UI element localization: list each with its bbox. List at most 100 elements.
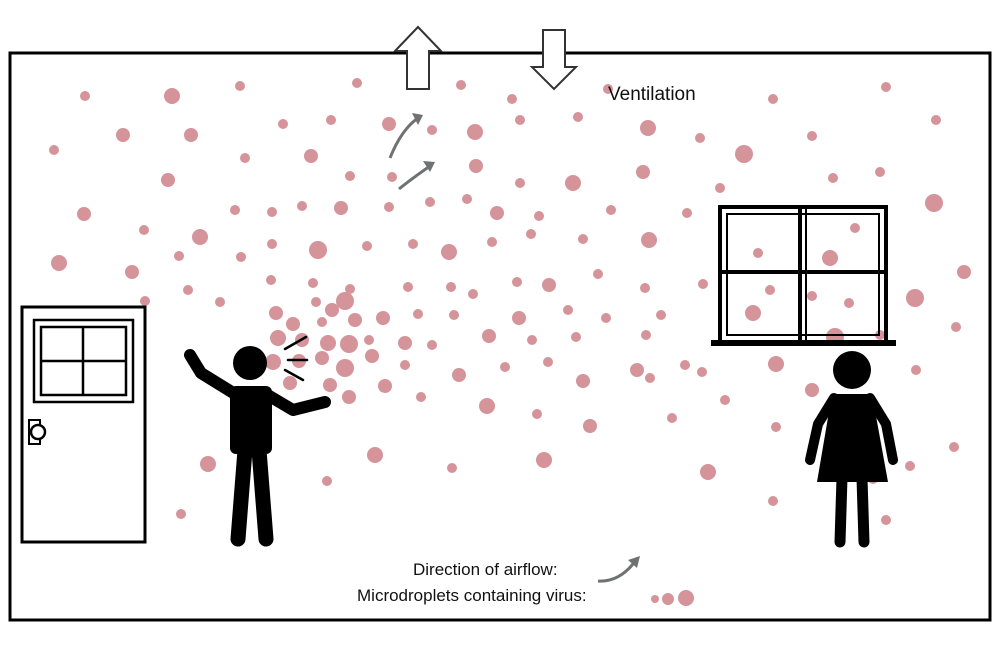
droplet-legend-label: Microdroplets containing virus:: [357, 586, 587, 605]
droplet-icon: [571, 332, 581, 342]
droplet-icon: [636, 165, 650, 179]
droplet-icon: [768, 356, 784, 372]
droplet-icon: [698, 279, 708, 289]
droplet-icon: [630, 363, 644, 377]
droplet-icon: [283, 376, 297, 390]
droplet-icon: [768, 496, 778, 506]
droplet-icon: [925, 194, 943, 212]
droplet-icon: [240, 153, 250, 163]
droplet-icon: [593, 269, 603, 279]
droplet-icon: [323, 378, 337, 392]
droplet-icon: [174, 251, 184, 261]
droplet-icon: [51, 255, 67, 271]
droplet-icon: [184, 128, 198, 142]
droplet-icon: [906, 289, 924, 307]
droplet-icon: [720, 395, 730, 405]
droplet-icon: [325, 303, 339, 317]
droplet-icon: [340, 335, 358, 353]
droplet-icon: [427, 125, 437, 135]
droplet-cloud: [49, 78, 971, 525]
woman-icon: [805, 351, 898, 548]
droplet-icon: [807, 291, 817, 301]
droplet-icon: [447, 463, 457, 473]
droplet-icon: [543, 357, 553, 367]
droplet-icon: [578, 234, 588, 244]
droplet-icon: [230, 205, 240, 215]
droplet-icon: [427, 340, 437, 350]
droplet-icon: [215, 297, 225, 307]
droplet-icon: [640, 283, 650, 293]
droplet-icon: [881, 82, 891, 92]
droplet-icon: [606, 205, 616, 215]
droplet-icon: [297, 201, 307, 211]
ventilation-label: Ventilation: [608, 84, 696, 105]
droplet-icon: [500, 362, 510, 372]
droplet-icon: [345, 284, 355, 294]
woman-head: [833, 351, 871, 389]
droplet-icon: [320, 335, 336, 351]
droplet-icon: [367, 447, 383, 463]
droplet-icon: [640, 120, 656, 136]
droplet-icon: [308, 278, 318, 288]
droplet-icon: [745, 305, 761, 321]
droplet-icon: [403, 282, 413, 292]
droplet-icon: [573, 112, 583, 122]
airflow-arrow-lower: [398, 161, 435, 191]
droplet-icon: [309, 241, 327, 259]
window-sill: [711, 340, 896, 346]
droplet-icon: [362, 241, 372, 251]
droplet-icon: [352, 78, 362, 88]
droplet-icon: [176, 509, 186, 519]
droplet-icon: [265, 354, 281, 370]
man-torso: [230, 386, 272, 454]
droplet-icon: [317, 317, 327, 327]
droplet-icon: [482, 329, 496, 343]
droplet-icon: [235, 81, 245, 91]
woman-dress: [817, 394, 888, 482]
droplet-icon: [365, 349, 379, 363]
droplet-icon: [807, 131, 817, 141]
droplet-icon: [583, 419, 597, 433]
droplet-icon: [387, 172, 397, 182]
droplet-icon: [850, 223, 860, 233]
droplet-icon: [425, 197, 435, 207]
droplet-icon: [735, 145, 753, 163]
droplet-icon: [183, 285, 193, 295]
droplet-icon: [534, 211, 544, 221]
droplet-icon: [805, 383, 819, 397]
droplet-icon: [125, 265, 139, 279]
droplet-icon: [576, 374, 590, 388]
droplet-icon: [662, 593, 674, 605]
droplet-icon: [715, 183, 725, 193]
droplet-icon: [951, 322, 961, 332]
door: [20, 305, 147, 544]
droplet-icon: [80, 91, 90, 101]
man-head: [233, 346, 267, 380]
droplet-icon: [336, 359, 354, 377]
droplet-icon: [267, 207, 277, 217]
droplet-icon: [526, 229, 536, 239]
droplet-icon: [645, 373, 655, 383]
droplet-icon: [456, 80, 466, 90]
droplet-icon: [512, 277, 522, 287]
curved-arrow-icon: [597, 563, 635, 583]
droplet-icon: [304, 149, 318, 163]
droplet-icon: [700, 464, 716, 480]
droplet-icon: [446, 282, 456, 292]
droplet-icon: [140, 296, 150, 306]
droplet-icon: [398, 336, 412, 350]
droplet-icon: [266, 275, 276, 285]
droplet-icon: [342, 390, 356, 404]
droplet-icon: [161, 173, 175, 187]
droplet-icon: [651, 595, 659, 603]
droplet-icon: [345, 171, 355, 181]
droplet-icon: [192, 229, 208, 245]
droplet-icon: [269, 306, 283, 320]
droplet-icon: [441, 244, 457, 260]
droplet-icon: [164, 88, 180, 104]
droplet-icon: [641, 330, 651, 340]
droplet-icon: [408, 239, 418, 249]
ventilation-in-arrow: [529, 29, 579, 91]
droplet-icon: [875, 167, 885, 177]
